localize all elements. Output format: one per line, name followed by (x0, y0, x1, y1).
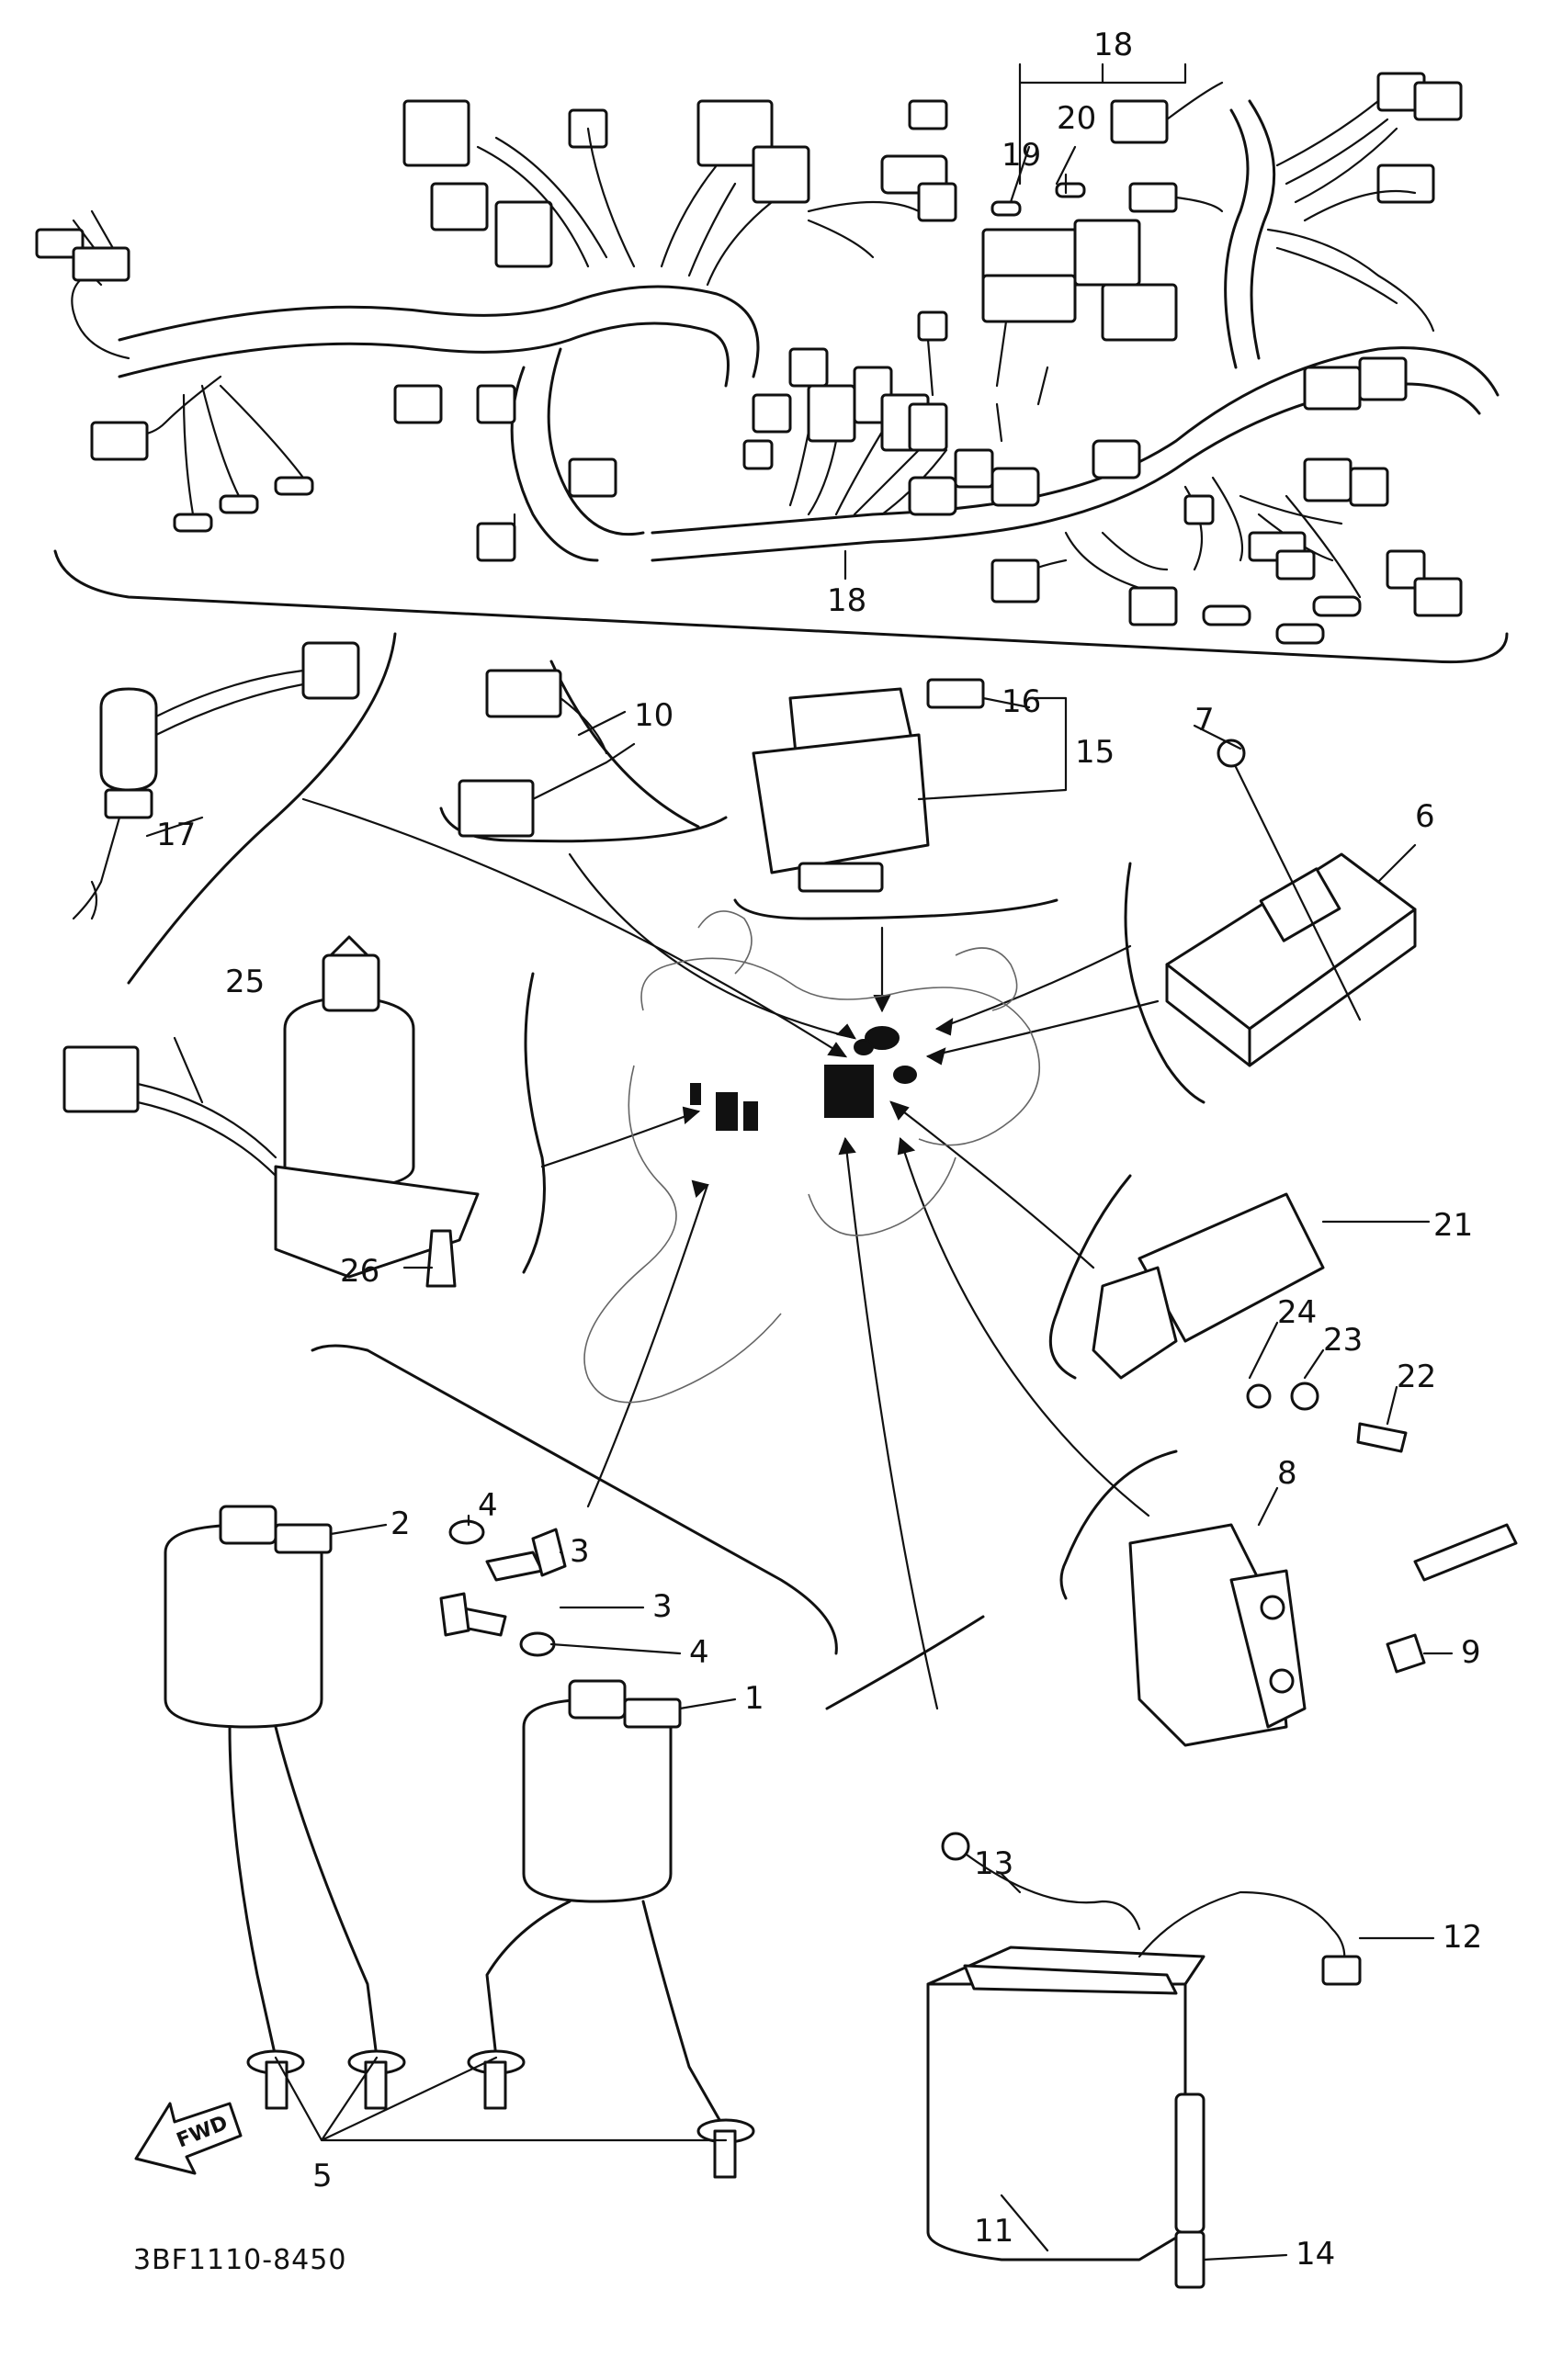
callout-10: 10 (634, 697, 673, 734)
fwd-arrow: FWD (134, 2102, 243, 2175)
callout-numbers: 18 20 19 18 16 15 10 7 6 21 24 23 22 8 9… (156, 27, 1482, 2273)
callout-4-lower: 4 (689, 1634, 709, 1671)
callout-18-bottom: 18 (827, 582, 866, 619)
callout-leaders (145, 62, 1454, 2262)
callout-2: 2 (390, 1506, 411, 1542)
spark-plug-caps-5 (228, 1725, 755, 2179)
lead-10 (458, 669, 636, 838)
callout-24: 24 (1277, 1294, 1317, 1331)
wire-harness-18 (35, 72, 1500, 645)
callout-3-upper: 3 (570, 1533, 590, 1570)
callout-7: 7 (1194, 702, 1215, 739)
starter-relay-8 (1128, 1523, 1518, 1747)
group-divider-lines (53, 549, 1509, 1710)
switch-17 (72, 641, 360, 920)
callout-13: 13 (974, 1845, 1013, 1882)
callout-23: 23 (1323, 1322, 1363, 1359)
callout-21: 21 (1433, 1207, 1473, 1244)
callout-6: 6 (1415, 798, 1435, 835)
battery-11 (926, 1832, 1362, 2289)
callout-25: 25 (225, 964, 265, 1000)
ignition-coil-2 (164, 1505, 333, 1729)
cdi-unit-6 (1165, 739, 1417, 1067)
callout-1: 1 (744, 1680, 764, 1717)
callout-11: 11 (974, 2213, 1013, 2250)
rectifier-21 (1092, 1192, 1408, 1453)
drawing-code: 3BF1110-8450 (133, 2244, 346, 2276)
callout-19: 19 (1002, 137, 1041, 174)
callout-5: 5 (312, 2158, 333, 2194)
callout-8: 8 (1277, 1455, 1297, 1492)
callout-26: 26 (340, 1253, 379, 1290)
callout-20: 20 (1057, 100, 1096, 137)
callout-17: 17 (156, 817, 196, 853)
callout-12: 12 (1443, 1919, 1482, 1956)
main-switch-25 (62, 935, 480, 1288)
callout-22: 22 (1397, 1359, 1436, 1395)
callout-15: 15 (1075, 734, 1115, 771)
callout-9: 9 (1461, 1634, 1481, 1671)
callout-14: 14 (1296, 2236, 1335, 2273)
callout-3-lower: 3 (652, 1588, 673, 1625)
relay-15 (752, 678, 985, 893)
callout-4-upper: 4 (478, 1487, 498, 1524)
callout-18-top: 18 (1093, 27, 1133, 63)
motorcycle-outline (583, 910, 1040, 1404)
ignition-coil-1 (522, 1679, 682, 1903)
centre-component-icon (824, 1065, 874, 1118)
fasteners-3-4 (439, 1519, 567, 1657)
callout-16: 16 (1002, 683, 1041, 720)
